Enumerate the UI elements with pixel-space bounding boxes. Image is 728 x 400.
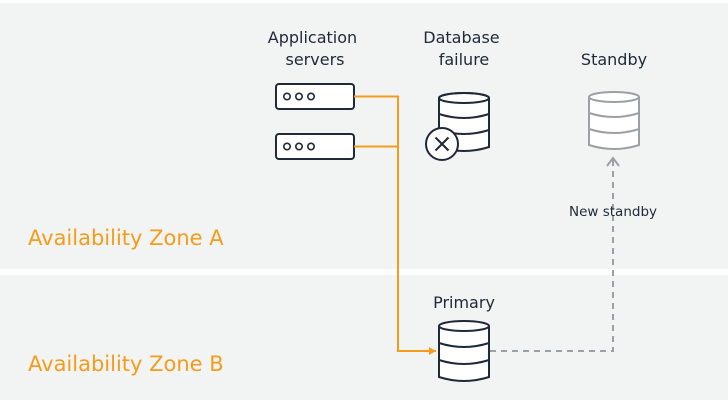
database-failed-icon: [425, 92, 490, 161]
server-led-icon: [306, 142, 315, 151]
server-led-icon: [282, 142, 291, 151]
app-server-1: [275, 83, 355, 110]
failed-db-label: Database failure: [423, 28, 504, 69]
server-led-icon: [294, 142, 303, 151]
standby-database-icon: [588, 91, 640, 150]
primary-label: Primary: [433, 293, 495, 312]
app-servers-label: Application servers: [268, 28, 363, 69]
app-server-2: [275, 133, 355, 160]
new-standby-arrowhead: [606, 156, 620, 167]
app-to-primary-connector: [354, 95, 436, 355]
new-standby-connector: [490, 160, 614, 352]
primary-database-icon: [438, 320, 490, 382]
server-led-icon: [306, 92, 315, 101]
zone-b-label: Availability Zone B: [28, 352, 224, 376]
zone-a-label: Availability Zone A: [28, 226, 224, 250]
new-standby-label: New standby: [569, 204, 657, 220]
server-led-icon: [294, 92, 303, 101]
zone-b-background: [0, 275, 728, 400]
server-led-icon: [282, 92, 291, 101]
standby-label: Standby: [581, 50, 647, 69]
